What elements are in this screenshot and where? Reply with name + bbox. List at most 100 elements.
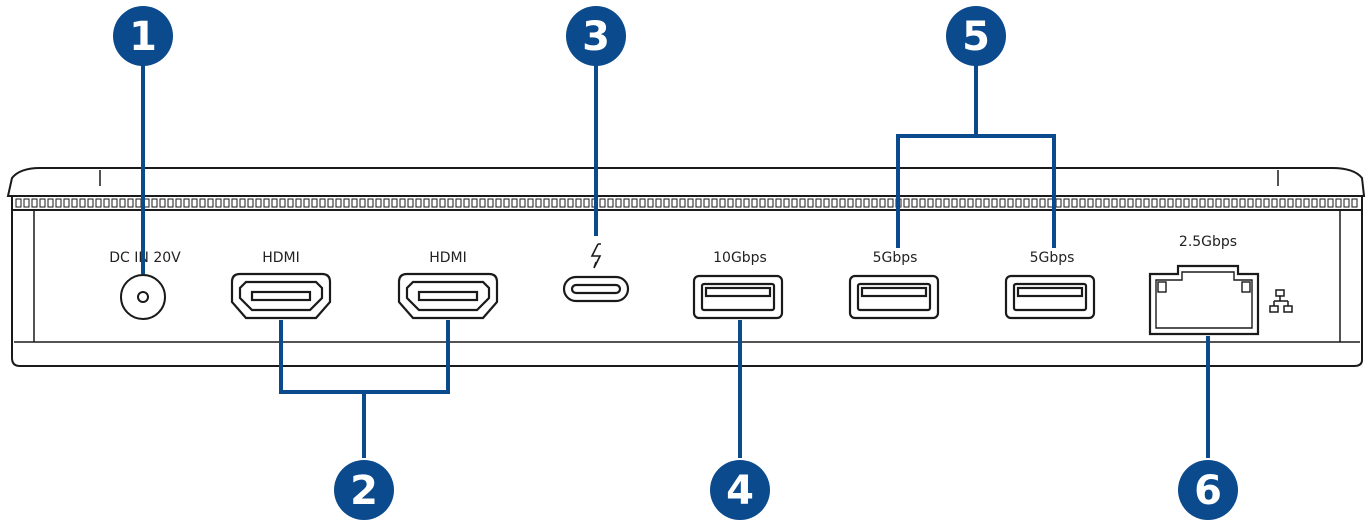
vent-slot (1327, 198, 1334, 208)
vent-slot (79, 198, 86, 208)
vent-slot (711, 198, 718, 208)
vent-slot (991, 198, 998, 208)
vent-slot (1335, 198, 1342, 208)
lan-label: 2.5Gbps (1179, 234, 1237, 250)
vent-slot (1351, 198, 1358, 208)
vent-slot (495, 198, 502, 208)
vent-slot (359, 198, 366, 208)
vent-slot (431, 198, 438, 208)
vent-slot (759, 198, 766, 208)
callout-2-number: 2 (350, 468, 378, 514)
thunderbolt-port (562, 275, 630, 303)
vent-slot (1183, 198, 1190, 208)
vent-slot (1303, 198, 1310, 208)
vent-slot (151, 198, 158, 208)
vent-slot (847, 198, 854, 208)
vent-slot (223, 198, 230, 208)
vent-slot (119, 198, 126, 208)
vent-slot (1255, 198, 1262, 208)
vent-slot (1087, 198, 1094, 208)
vent-slot (1031, 198, 1038, 208)
vent-slot (1039, 198, 1046, 208)
vent-slot (207, 198, 214, 208)
lightning-bolt-icon (590, 243, 602, 269)
vent-slot (1167, 198, 1174, 208)
vent-slot (623, 198, 630, 208)
vent-slot (1239, 198, 1246, 208)
vent-slot (695, 198, 702, 208)
vent-slot (871, 198, 878, 208)
vent-slot (23, 198, 30, 208)
vent-slot (247, 198, 254, 208)
callout-6: 6 (1178, 460, 1238, 520)
vent-slot (39, 198, 46, 208)
vent-slot (1111, 198, 1118, 208)
vent-slot (959, 198, 966, 208)
vent-slot (231, 198, 238, 208)
usb-5gbps-2-port (1004, 274, 1096, 320)
vent-slot (1223, 198, 1230, 208)
vent-slot (863, 198, 870, 208)
vent-slot (615, 198, 622, 208)
vent-slot (815, 198, 822, 208)
vent-slot (1135, 198, 1142, 208)
vent-slot (447, 198, 454, 208)
callout-4: 4 (710, 460, 770, 520)
vent-slot (559, 198, 566, 208)
vent-slot (1127, 198, 1134, 208)
vent-slot (471, 198, 478, 208)
vent-slot (527, 198, 534, 208)
vent-slot (1175, 198, 1182, 208)
vent-slot (551, 198, 558, 208)
vent-slot (263, 198, 270, 208)
hdmi-1-label: HDMI (262, 250, 300, 266)
vent-slot (463, 198, 470, 208)
vent-slot (1247, 198, 1254, 208)
vent-slot (311, 198, 318, 208)
vent-slot (255, 198, 262, 208)
vent-slot (1271, 198, 1278, 208)
vent-slot (735, 198, 742, 208)
vent-slot (199, 198, 206, 208)
vent-slot (159, 198, 166, 208)
dc-in-port (120, 274, 166, 320)
vent-slot (975, 198, 982, 208)
vent-slot (1151, 198, 1158, 208)
callout-3: 3 (566, 6, 626, 66)
vent-slot (687, 198, 694, 208)
vent-slot (703, 198, 710, 208)
vent-slot (919, 198, 926, 208)
vent-slot (943, 198, 950, 208)
vent-slot (167, 198, 174, 208)
vent-slot (911, 198, 918, 208)
vent-slot (935, 198, 942, 208)
vent-slot (1079, 198, 1086, 208)
vent-slot (1191, 198, 1198, 208)
vent-slot (367, 198, 374, 208)
vent-slot (303, 198, 310, 208)
callout-2: 2 (334, 460, 394, 520)
usb-5gbps-2-label: 5Gbps (1030, 250, 1075, 266)
vent-slot (783, 198, 790, 208)
usb-5gbps-1-port (848, 274, 940, 320)
vent-slot (855, 198, 862, 208)
callout-5-number: 5 (962, 14, 990, 60)
vent-slot (1199, 198, 1206, 208)
vent-slot (927, 198, 934, 208)
vent-slot (1119, 198, 1126, 208)
callout-lines (141, 62, 1210, 458)
vent-slot (751, 198, 758, 208)
vent-slot (887, 198, 894, 208)
vent-slot (631, 198, 638, 208)
vent-slot (111, 198, 118, 208)
vent-slot (903, 198, 910, 208)
lan-port (1148, 264, 1260, 336)
vent-slot (63, 198, 70, 208)
usb-10gbps-label: 10Gbps (713, 250, 767, 266)
vent-slot (1279, 198, 1286, 208)
vent-slot (655, 198, 662, 208)
vent-slot (1311, 198, 1318, 208)
callout-1: 1 (113, 6, 173, 66)
vent-slot (1295, 198, 1302, 208)
